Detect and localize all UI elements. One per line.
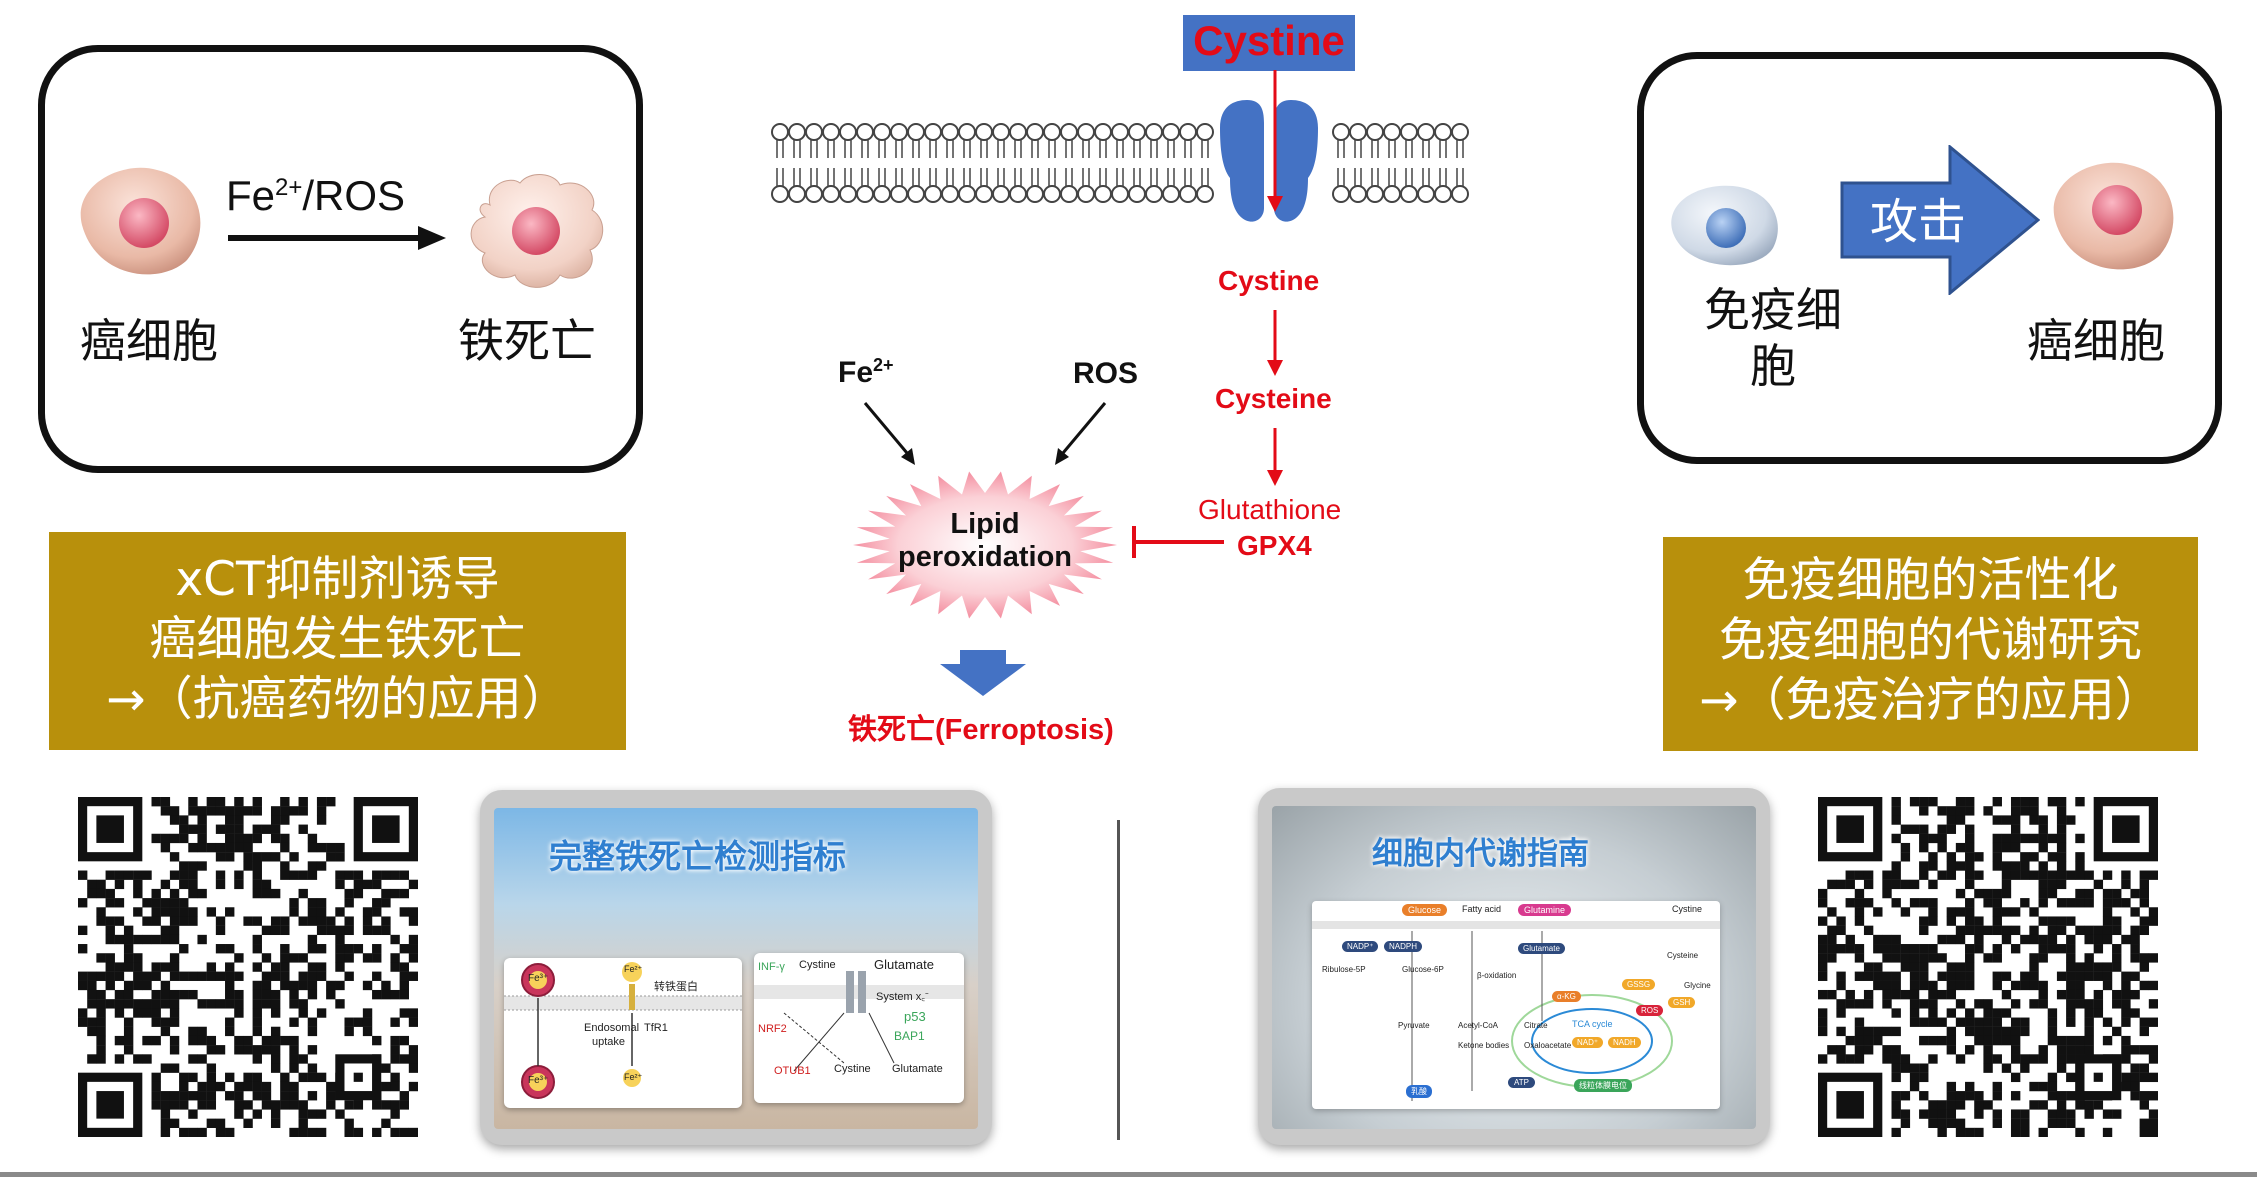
left-tablet-card-2: Cystine Glutamate System x꜀⁻ INF-γ NRF2 … (754, 953, 964, 1103)
glutathione: Glutathione (1198, 494, 1342, 525)
right-tablet[interactable]: 细胞内代谢指南 Glucose Fatty acid Glutamine Cys… (1258, 788, 1770, 1145)
immune-cell-icon (1671, 185, 1778, 266)
rt-glutamine: Glutamine (1518, 904, 1572, 916)
rt-mito: 线粒体膜电位 (1574, 1079, 1632, 1092)
rt-nadh: NADH (1608, 1037, 1641, 1048)
ferroptosis-label: 铁死亡 (458, 314, 596, 368)
lt-uptake: uptake (592, 1036, 626, 1048)
rt-atp: ATP (1508, 1077, 1535, 1088)
fe-ros-label: Fe2+/ROS (226, 172, 406, 219)
cystine-box-label: Cystine (1193, 17, 1345, 64)
lt-glutamate: Glutamate (874, 957, 934, 972)
bottom-rule (0, 1172, 2257, 1177)
rt-ros: ROS (1636, 1005, 1664, 1016)
immune-cell-label: 免疫细 胞 (1704, 283, 1842, 393)
rt-nadp: NADP⁺ (1342, 941, 1379, 952)
lt-otub1: OTUB1 (774, 1065, 811, 1077)
rt-acetyl: Acetyl-CoA (1458, 1021, 1499, 1030)
lt-cystine2: Cystine (834, 1063, 871, 1075)
lt-fe3b: Fe³⁺ (528, 1075, 549, 1086)
rt-oxalo: Oxaloacetate (1524, 1041, 1572, 1050)
left-gold-line1: xCT抑制剂诱导 (175, 552, 500, 607)
rt-fatty: Fatty acid (1462, 904, 1502, 914)
red-arrows-icon (1267, 70, 1283, 486)
converging-arrows-icon (863, 402, 1107, 465)
left-tablet-title: 完整铁死亡检测指标 (549, 837, 846, 876)
cancer-cell-icon (80, 167, 201, 275)
lt-endosomal: Endosomal (584, 1022, 640, 1034)
rt-nadph: NADPH (1384, 941, 1423, 952)
qr-code-right[interactable] (1818, 797, 2158, 1137)
attack-label: 攻击 (1870, 194, 1967, 250)
lt-cystine: Cystine (799, 959, 836, 971)
cancer-cell-label-right: 癌细胞 (2027, 314, 2165, 368)
left-tablet-card-1: Fe³⁺ Fe²⁺ 转铁蛋白 Endosomal uptake TfR1 Fe²… (504, 958, 742, 1108)
cell-membrane (771, 123, 1469, 203)
ferroptosis-result: 铁死亡(Ferroptosis) (848, 714, 1114, 746)
rt-gsh: GSH (1668, 997, 1696, 1008)
rt-lactate: 乳酸 (1406, 1085, 1432, 1098)
rt-cystine: Cystine (1672, 904, 1703, 914)
right-gold-box: 免疫细胞的活性化 免疫细胞的代谢研究 →（免疫治疗的应用） (1663, 537, 2198, 751)
lt-fe2b: Fe²⁺ (624, 1072, 643, 1082)
lipid-peroxidation-label: Lipid peroxidation (897, 508, 1072, 573)
lt-inf: INF-γ (758, 961, 785, 973)
lt-system: System x꜀⁻ (876, 991, 929, 1003)
right-gold-line1: 免疫细胞的活性化 (1742, 553, 2119, 608)
rt-ribulose: Ribulose-5P (1322, 965, 1366, 974)
lt-transferrin: 转铁蛋白 (654, 981, 698, 993)
right-tablet-card: Glucose Fatty acid Glutamine Cystine NAD… (1312, 901, 1720, 1109)
rt-g6p: Glucose-6P (1402, 965, 1444, 974)
rt-citrate: Citrate (1524, 1021, 1548, 1030)
cancer-cell-label: 癌细胞 (80, 314, 218, 368)
lt-bap1: BAP1 (894, 1029, 925, 1043)
cysteine: Cysteine (1215, 383, 1332, 414)
right-gold-line2: 免疫细胞的代谢研究 (1719, 613, 2142, 668)
cystine-box (1183, 15, 1355, 71)
left-gold-box: xCT抑制剂诱导 癌细胞发生铁死亡 →（抗癌药物的应用） (49, 532, 626, 750)
left-tablet-screen: 完整铁死亡检测指标 Fe³⁺ Fe²⁺ 转铁蛋白 Endosomal uptak… (494, 808, 978, 1129)
rt-bo: β-oxidation (1477, 971, 1517, 980)
cancer-cell-icon-right (2053, 162, 2174, 270)
qr-code-left[interactable] (78, 797, 418, 1137)
arrow-icon (228, 226, 446, 250)
attack-arrow (1840, 145, 2040, 295)
down-arrow-icon (940, 650, 1026, 696)
rt-pyruvate: Pyruvate (1398, 1021, 1430, 1030)
lt-p53: p53 (904, 1009, 926, 1024)
lt-fe3: Fe³⁺ (528, 973, 549, 984)
right-tablet-title: 细胞内代谢指南 (1372, 836, 1589, 872)
rt-gssg: GSSG (1622, 979, 1656, 990)
lt-fe2: Fe²⁺ (624, 964, 643, 974)
vertical-divider (1117, 820, 1120, 1140)
inhibition-icon (1132, 526, 1224, 558)
ferroptotic-cell-icon (470, 174, 604, 288)
ros-label: ROS (1073, 357, 1139, 390)
fe2-label: Fe2+ (838, 355, 894, 389)
left-gold-line2: 癌细胞发生铁死亡 (149, 612, 526, 667)
lt-tfr1: TfR1 (644, 1022, 668, 1034)
left-gold-line3: →（抗癌药物的应用） (106, 672, 569, 727)
rt-glycine: Glycine (1684, 981, 1711, 990)
left-tablet[interactable]: 完整铁死亡检测指标 Fe³⁺ Fe²⁺ 转铁蛋白 Endosomal uptak… (480, 790, 992, 1145)
rt-glutamate: Glutamate (1518, 943, 1565, 954)
rt-tca: TCA cycle (1572, 1019, 1613, 1029)
lt-nrf2: NRF2 (758, 1023, 787, 1035)
rt-nad: NAD⁺ (1572, 1037, 1604, 1048)
cystine-intracellular: Cystine (1218, 265, 1320, 296)
rt-glucose: Glucose (1402, 904, 1448, 916)
right-gold-line3: →（免疫治疗的应用） (1699, 673, 2162, 728)
rt-akg: α-KG (1552, 991, 1581, 1002)
rt-ketone: Ketone bodies (1458, 1041, 1510, 1050)
lt-glutamate2: Glutamate (892, 1063, 943, 1075)
rt-cysteine: Cysteine (1667, 951, 1699, 960)
right-tablet-screen: 细胞内代谢指南 Glucose Fatty acid Glutamine Cys… (1272, 806, 1756, 1129)
transporter-icon (1220, 100, 1318, 222)
lipid-peroxidation-burst-icon (853, 471, 1117, 619)
gpx4: GPX4 (1237, 530, 1312, 561)
